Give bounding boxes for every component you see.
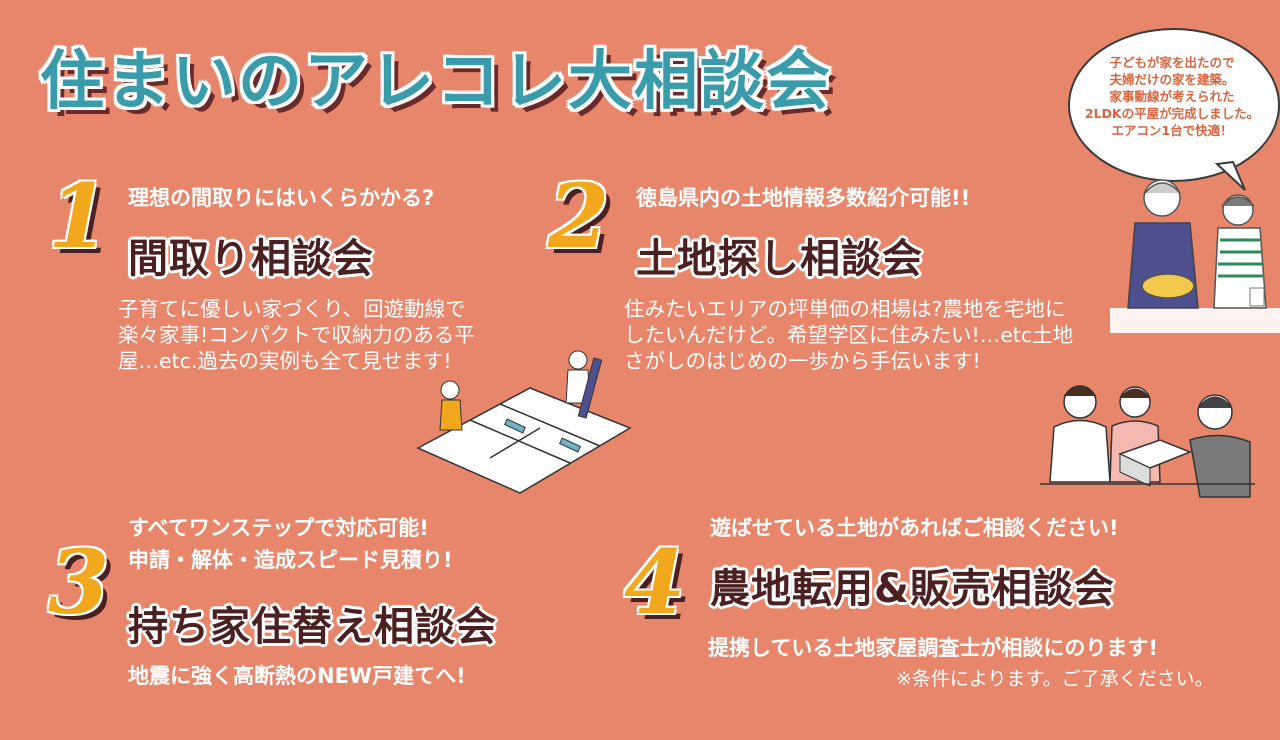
speech-bubble (1068, 28, 1280, 182)
testimonial-line: エアコン1台で快適！ (1111, 123, 1233, 138)
floor-plan-illustration (416, 350, 632, 494)
section-3-heading: 持ち家住替え相談会 (128, 604, 497, 650)
couple-cooking-illustration (1110, 179, 1280, 333)
section-3-lead-2: 申請・解体・造成スピード見積り! (128, 548, 453, 572)
section-2-body: 住みたいエリアの坪単価の相場は?農地を宅地にしたいんだけど。希望学区に住みたい!… (624, 297, 1074, 373)
section-2-lead: 徳島県内の土地情報多数紹介可能!! (636, 186, 971, 210)
page-title: 住まいのアレコレ大相談会 (40, 45, 832, 119)
speech-bubble-tail (1215, 160, 1246, 191)
section-4-sub: 提携している土地家屋調査士が相談にのります! (708, 636, 1158, 660)
testimonial-line: 家事動線が考えられた (1109, 89, 1235, 104)
section-1-body: 子育てに優しい家づくり、回遊動線で楽々家事!コンパクトで収納力のある平屋…etc… (118, 297, 475, 373)
section-number-1: 1 (48, 164, 110, 268)
section-2-heading: 土地探し相談会 (636, 236, 923, 282)
section-3-lead-1: すべてワンステップで対応可能! (128, 516, 429, 540)
testimonial-line: 2LDKの平屋が完成しました。 (1084, 106, 1260, 121)
consultation-illustration (1040, 385, 1255, 498)
section-number-3: 3 (48, 530, 110, 634)
section-4-heading: 農地転用&販売相談会 (710, 566, 1115, 612)
section-3-sub: 地震に強く高断熱のNEW戸建てへ! (128, 664, 466, 688)
section-number-2: 2 (548, 164, 610, 268)
section-1-heading: 間取り相談会 (128, 236, 374, 282)
section-1-lead: 理想の間取りにはいくらかかる? (128, 186, 435, 210)
section-number-4: 4 (624, 530, 686, 634)
section-4-lead: 遊ばせている土地があればご相談ください! (710, 516, 1119, 540)
testimonial-line: 子どもが家を出たので (1109, 55, 1235, 70)
testimonial-line: 夫婦だけの家を建築。 (1109, 72, 1235, 87)
testimonial-text: 子どもが家を出たので 夫婦だけの家を建築。 家事動線が考えられた 2LDKの平屋… (1074, 54, 1270, 139)
section-4-note: ※条件によります。ご了承ください。 (896, 668, 1214, 690)
